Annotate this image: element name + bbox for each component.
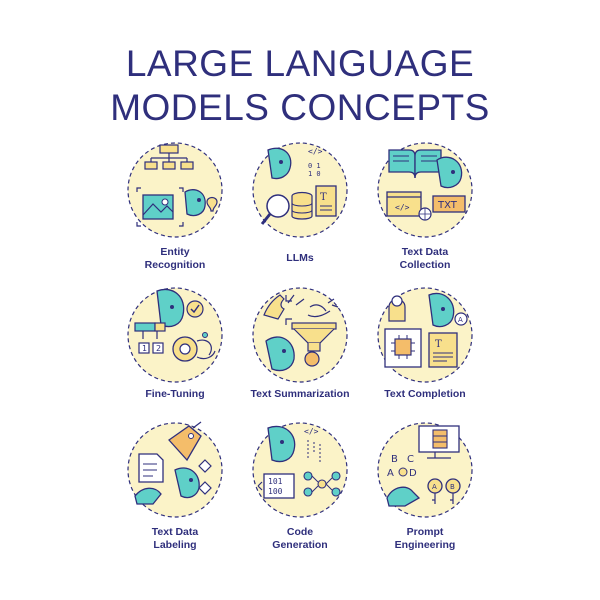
- text-completion-icon: A T: [377, 287, 473, 383]
- concept-llms: </> 0 1 1 0 T LLMs: [230, 140, 370, 272]
- concept-text-completion: A T Text Completion: [355, 285, 495, 417]
- svg-text:D: D: [409, 468, 417, 479]
- svg-text:TXT: TXT: [437, 200, 458, 211]
- svg-text:T: T: [320, 192, 327, 203]
- concept-text-data-labeling: Text Data Labeling: [105, 420, 245, 552]
- concept-label: Code Generation: [272, 526, 328, 551]
- text-summarization-icon: [252, 287, 348, 383]
- entity-recognition-icon: [127, 142, 223, 238]
- concept-label: Fine-Tuning: [145, 388, 205, 400]
- concept-label: LLMs: [286, 252, 314, 264]
- svg-text:1 0: 1 0: [308, 170, 321, 178]
- concept-entity-recognition: Entity Recognition: [105, 140, 245, 272]
- svg-text:A: A: [387, 468, 394, 479]
- concept-label: Text Data Collection: [399, 246, 451, 271]
- concept-label: Text Data Labeling: [151, 526, 199, 551]
- title-line-1: LARGE LANGUAGE: [125, 43, 475, 84]
- svg-text:101: 101: [268, 477, 283, 486]
- concept-text-data-collection: </> TXT Text Data Collection: [355, 140, 495, 272]
- page-title: LARGE LANGUAGE MODELS CONCEPTS: [0, 42, 600, 130]
- title-line-2: MODELS CONCEPTS: [110, 87, 490, 128]
- llms-icon: </> 0 1 1 0 T: [252, 142, 348, 238]
- concept-fine-tuning: 1 2 Fine-Tuning: [105, 285, 245, 417]
- svg-text:T: T: [435, 339, 442, 350]
- concept-code-generation: </> 101 100 Code Generation: [230, 420, 370, 552]
- concepts-grid: Entity Recognition </> 0 1 1 0 T LLMs: [0, 140, 600, 560]
- concept-label: Prompt Engineering: [394, 526, 456, 551]
- concept-prompt-engineering: B C A D A B Prompt Engineering: [355, 420, 495, 552]
- svg-text:B: B: [450, 483, 455, 491]
- svg-text:</>: </>: [308, 147, 323, 156]
- svg-text:A: A: [458, 316, 463, 324]
- fine-tuning-icon: 1 2: [127, 287, 223, 383]
- svg-text:</>: </>: [395, 203, 410, 212]
- svg-text:0 1: 0 1: [308, 162, 321, 170]
- svg-text:C: C: [407, 454, 414, 465]
- svg-text:B: B: [391, 454, 398, 465]
- concept-label: Entity Recognition: [144, 246, 206, 271]
- concept-label: Text Completion: [384, 388, 466, 400]
- code-generation-icon: </> 101 100: [252, 422, 348, 518]
- text-data-collection-icon: </> TXT: [377, 142, 473, 238]
- prompt-engineering-icon: B C A D A B: [377, 422, 473, 518]
- svg-text:1: 1: [142, 344, 147, 353]
- concept-label: Text Summarization: [250, 388, 350, 400]
- concept-text-summarization: Text Summarization: [230, 285, 370, 417]
- svg-text:100: 100: [268, 487, 283, 496]
- svg-text:A: A: [432, 483, 437, 491]
- svg-text:2: 2: [156, 344, 161, 353]
- svg-text:</>: </>: [304, 427, 319, 436]
- text-data-labeling-icon: [127, 421, 223, 518]
